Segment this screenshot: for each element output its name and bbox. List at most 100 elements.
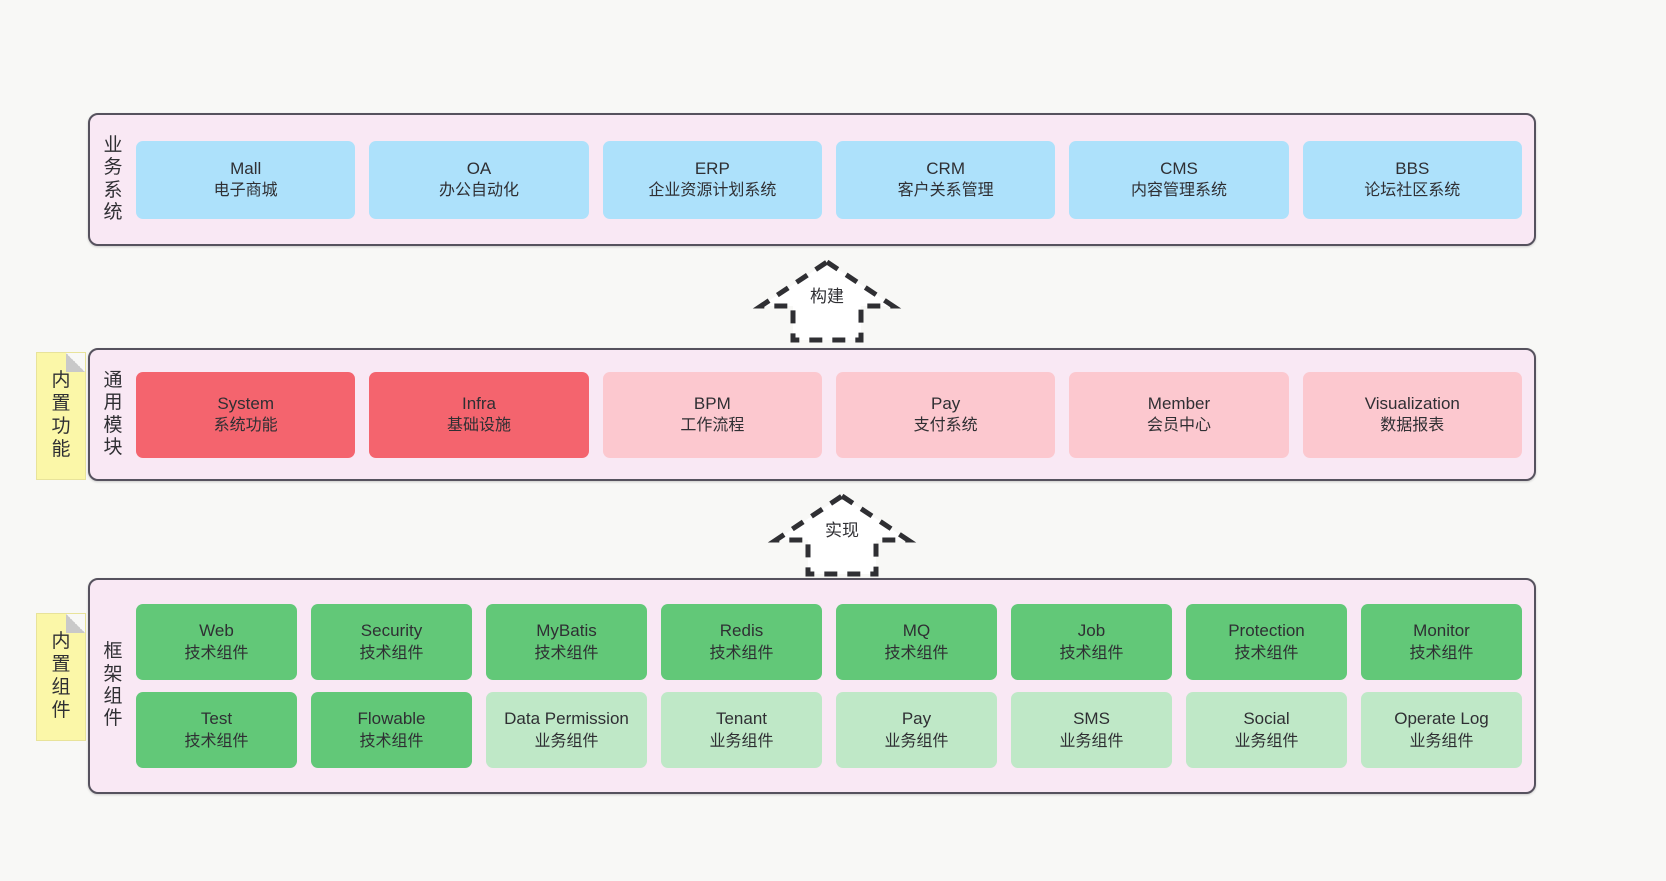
sticky-note-builtin-components: 内置组件 xyxy=(36,613,86,741)
connector-implement: 实现 xyxy=(767,492,917,578)
node-tenant[interactable]: Tenant 业务组件 xyxy=(661,692,822,768)
node-mq-en: MQ xyxy=(902,621,931,641)
node-monitor-cn: 技术组件 xyxy=(1409,644,1474,662)
node-cms-cn: 内容管理系统 xyxy=(1130,182,1227,200)
sticky-note-builtin-components-label: 内置组件 xyxy=(51,631,71,721)
node-protection[interactable]: Protection 技术组件 xyxy=(1186,604,1347,680)
node-member-en: Member xyxy=(1147,393,1211,413)
node-job-en: Job xyxy=(1077,621,1106,641)
layer-title-common-modules: 通用模块 xyxy=(103,369,123,458)
node-social-en: Social xyxy=(1243,709,1290,729)
node-bbs[interactable]: BBS 论坛社区系统 xyxy=(1302,140,1522,219)
node-member[interactable]: Member 会员中心 xyxy=(1069,371,1289,458)
node-tenant-en: Tenant xyxy=(715,709,768,729)
node-pay-module-en: Pay xyxy=(931,393,961,413)
node-visualization-en: Visualization xyxy=(1364,393,1460,413)
layer-boxes-framework-components: Web 技术组件 Security 技术组件 MyBatis 技术组件 Redi… xyxy=(136,580,1534,792)
layer-boxes-common-modules: System 系统功能 Infra 基础设施 BPM 工作流程 Pay 支付系统… xyxy=(136,350,1534,479)
node-oa-cn: 办公自动化 xyxy=(438,182,519,200)
node-oa[interactable]: OA 办公自动化 xyxy=(369,140,589,219)
framework-tech-row: Web 技术组件 Security 技术组件 MyBatis 技术组件 Redi… xyxy=(136,604,1522,680)
node-bpm[interactable]: BPM 工作流程 xyxy=(602,371,822,458)
node-mq-cn: 技术组件 xyxy=(884,644,949,662)
layer-title-framework-components: 框架组件 xyxy=(103,641,123,730)
node-infra[interactable]: Infra 基础设施 xyxy=(369,371,589,458)
node-mq[interactable]: MQ 技术组件 xyxy=(836,604,997,680)
node-monitor[interactable]: Monitor 技术组件 xyxy=(1361,604,1522,680)
node-crm-cn: 客户关系管理 xyxy=(897,182,994,200)
node-erp-en: ERP xyxy=(694,158,730,178)
layer-title-business-systems: 业务系统 xyxy=(103,134,123,223)
node-cms-en: CMS xyxy=(1160,158,1198,178)
node-cms[interactable]: CMS 内容管理系统 xyxy=(1069,140,1289,219)
node-operate-log-en: Operate Log xyxy=(1394,709,1489,729)
node-social-cn: 业务组件 xyxy=(1234,732,1299,750)
node-visualization[interactable]: Visualization 数据报表 xyxy=(1302,371,1522,458)
node-mybatis[interactable]: MyBatis 技术组件 xyxy=(486,604,647,680)
node-pay-module-cn: 支付系统 xyxy=(913,417,978,435)
node-mybatis-cn: 技术组件 xyxy=(534,644,599,662)
node-test-en: Test xyxy=(200,709,233,729)
node-sms-cn: 业务组件 xyxy=(1059,732,1124,750)
node-system-en: System xyxy=(217,393,274,413)
node-erp[interactable]: ERP 企业资源计划系统 xyxy=(602,140,822,219)
node-tenant-cn: 业务组件 xyxy=(709,732,774,750)
node-job-cn: 技术组件 xyxy=(1059,644,1124,662)
node-monitor-en: Monitor xyxy=(1413,621,1470,641)
node-oa-en: OA xyxy=(466,158,492,178)
build-arrow-shape xyxy=(752,258,902,343)
node-job[interactable]: Job 技术组件 xyxy=(1011,604,1172,680)
node-pay-component-cn: 业务组件 xyxy=(884,732,949,750)
layer-business-systems: 业务系统 Mall 电子商城 OA 办公自动化 ERP 企业资源计划系统 CRM… xyxy=(88,113,1536,246)
layer-framework-components: 框架组件 Web 技术组件 Security 技术组件 MyBatis 技术组件… xyxy=(88,578,1536,794)
node-mall[interactable]: Mall 电子商城 xyxy=(136,140,356,219)
node-redis-en: Redis xyxy=(719,621,764,641)
node-member-cn: 会员中心 xyxy=(1146,417,1211,435)
node-bbs-en: BBS xyxy=(1395,158,1430,178)
node-crm[interactable]: CRM 客户关系管理 xyxy=(835,140,1056,219)
node-protection-en: Protection xyxy=(1228,621,1305,641)
node-flowable-en: Flowable xyxy=(357,709,426,729)
node-redis[interactable]: Redis 技术组件 xyxy=(661,604,822,680)
node-pay-module[interactable]: Pay 支付系统 xyxy=(835,371,1056,458)
node-web[interactable]: Web 技术组件 xyxy=(136,604,297,680)
node-bpm-en: BPM xyxy=(693,393,731,413)
node-erp-cn: 企业资源计划系统 xyxy=(648,182,777,200)
sticky-note-builtin-features: 内置功能 xyxy=(36,352,86,480)
node-redis-cn: 技术组件 xyxy=(709,644,774,662)
connector-build-label: 构建 xyxy=(810,287,844,306)
sticky-note-builtin-features-label: 内置功能 xyxy=(51,370,71,460)
node-mybatis-en: MyBatis xyxy=(536,621,597,641)
node-security-en: Security xyxy=(360,621,423,641)
node-flowable[interactable]: Flowable 技术组件 xyxy=(311,692,472,768)
node-test[interactable]: Test 技术组件 xyxy=(136,692,297,768)
node-social[interactable]: Social 业务组件 xyxy=(1186,692,1347,768)
node-data-permission-cn: 业务组件 xyxy=(534,732,599,750)
node-bpm-cn: 工作流程 xyxy=(680,417,745,435)
node-flowable-cn: 技术组件 xyxy=(359,732,424,750)
node-bbs-cn: 论坛社区系统 xyxy=(1364,182,1461,200)
node-mall-cn: 电子商城 xyxy=(213,182,278,200)
node-data-permission[interactable]: Data Permission 业务组件 xyxy=(486,692,647,768)
framework-business-row: Test 技术组件 Flowable 技术组件 Data Permission … xyxy=(136,692,1522,768)
node-sms[interactable]: SMS 业务组件 xyxy=(1011,692,1172,768)
node-web-en: Web xyxy=(199,621,234,641)
node-web-cn: 技术组件 xyxy=(184,644,249,662)
connector-implement-label: 实现 xyxy=(825,521,859,540)
node-pay-component[interactable]: Pay 业务组件 xyxy=(836,692,997,768)
node-operate-log[interactable]: Operate Log 业务组件 xyxy=(1361,692,1522,768)
node-system-cn: 系统功能 xyxy=(213,417,278,435)
node-protection-cn: 技术组件 xyxy=(1234,644,1299,662)
node-operate-log-cn: 业务组件 xyxy=(1409,732,1474,750)
node-crm-en: CRM xyxy=(926,158,965,178)
layer-boxes-business-systems: Mall 电子商城 OA 办公自动化 ERP 企业资源计划系统 CRM 客户关系… xyxy=(136,115,1534,244)
node-infra-en: Infra xyxy=(461,393,496,413)
implement-arrow-shape xyxy=(767,492,917,577)
node-infra-cn: 基础设施 xyxy=(446,417,511,435)
node-test-cn: 技术组件 xyxy=(184,732,249,750)
node-security[interactable]: Security 技术组件 xyxy=(311,604,472,680)
node-security-cn: 技术组件 xyxy=(359,644,424,662)
node-visualization-cn: 数据报表 xyxy=(1380,417,1445,435)
node-system[interactable]: System 系统功能 xyxy=(136,371,356,458)
